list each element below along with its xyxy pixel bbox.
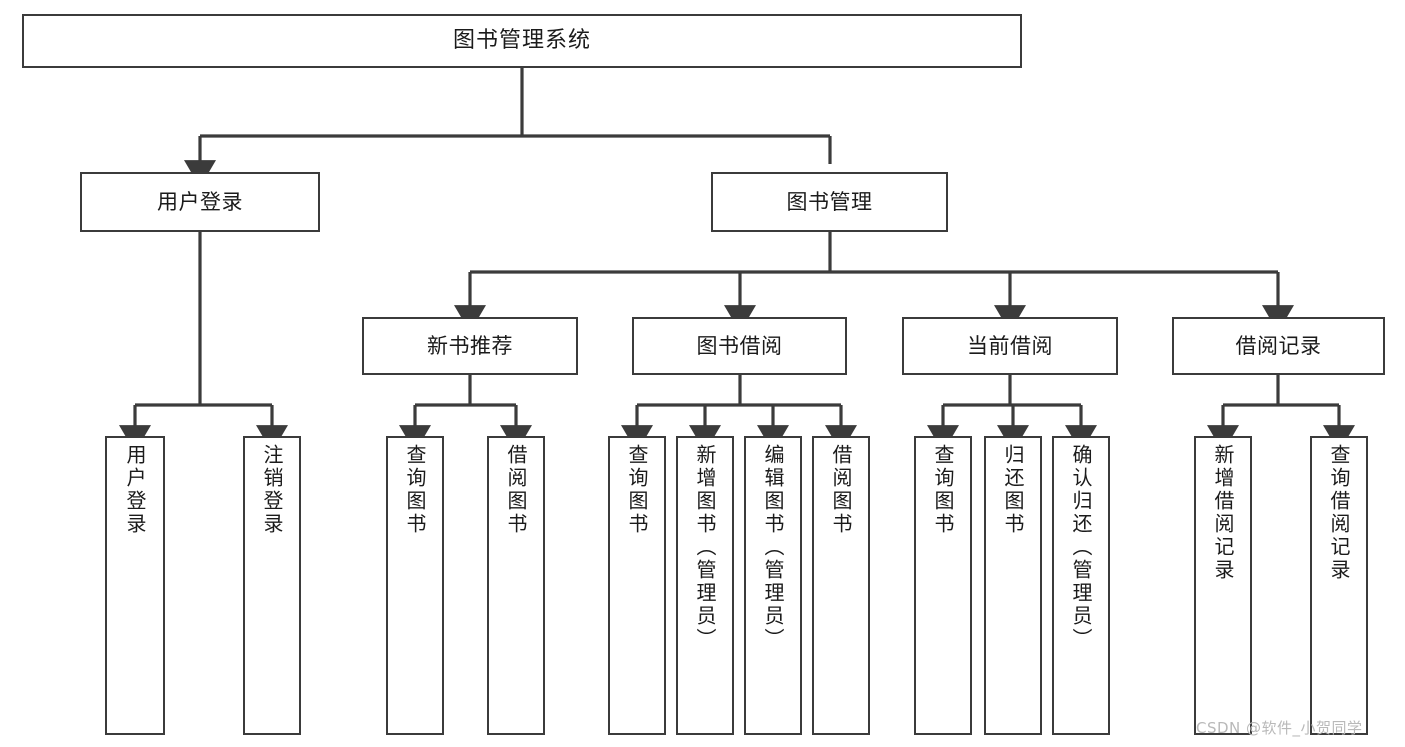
leaf-user-login[interactable]: 用户登录 [105, 436, 165, 735]
leaf-borrow-books-borrowing[interactable]: 借阅图书 [812, 436, 870, 735]
node-new-book-recommendation[interactable]: 新书推荐 [362, 317, 578, 375]
leaf-add-book-admin-label: 新增图书（管理员） [693, 444, 717, 651]
node-root[interactable]: 图书管理系统 [22, 14, 1022, 68]
node-user-login[interactable]: 用户登录 [80, 172, 320, 232]
leaf-add-borrow-record-label: 新增借阅记录 [1211, 444, 1235, 582]
leaf-logout-label: 注销登录 [260, 444, 284, 536]
node-current-borrowing-label: 当前借阅 [967, 333, 1053, 358]
leaf-add-borrow-record[interactable]: 新增借阅记录 [1194, 436, 1252, 735]
leaf-return-books[interactable]: 归还图书 [984, 436, 1042, 735]
leaf-confirm-return-admin-label: 确认归还（管理员） [1069, 444, 1093, 651]
leaf-search-books-recommendation-label: 查询图书 [403, 444, 427, 536]
leaf-edit-book-admin-label: 编辑图书（管理员） [761, 444, 785, 651]
node-book-borrowing[interactable]: 图书借阅 [632, 317, 847, 375]
node-book-management[interactable]: 图书管理 [711, 172, 948, 232]
node-new-book-recommendation-label: 新书推荐 [427, 333, 513, 358]
leaf-search-books-borrowing[interactable]: 查询图书 [608, 436, 666, 735]
leaf-user-login-label: 用户登录 [123, 444, 147, 536]
leaf-borrow-books-recommendation[interactable]: 借阅图书 [487, 436, 545, 735]
leaf-add-book-admin[interactable]: 新增图书（管理员） [676, 436, 734, 735]
leaf-return-books-label: 归还图书 [1001, 444, 1025, 536]
leaf-search-borrow-record-label: 查询借阅记录 [1327, 444, 1351, 582]
leaf-search-books-current[interactable]: 查询图书 [914, 436, 972, 735]
node-borrow-records-label: 借阅记录 [1235, 333, 1322, 358]
watermark: CSDN @软件_小贺同学 [1196, 719, 1363, 737]
node-borrow-records[interactable]: 借阅记录 [1172, 317, 1385, 375]
node-book-borrowing-label: 图书借阅 [696, 333, 783, 358]
leaf-search-books-recommendation[interactable]: 查询图书 [386, 436, 444, 735]
leaf-confirm-return-admin[interactable]: 确认归还（管理员） [1052, 436, 1110, 735]
leaf-borrow-books-recommendation-label: 借阅图书 [504, 444, 528, 536]
leaf-logout[interactable]: 注销登录 [243, 436, 301, 735]
leaf-search-books-borrowing-label: 查询图书 [625, 444, 649, 536]
node-root-label: 图书管理系统 [452, 28, 591, 54]
leaf-search-books-current-label: 查询图书 [931, 444, 955, 536]
node-current-borrowing[interactable]: 当前借阅 [902, 317, 1118, 375]
leaf-search-borrow-record[interactable]: 查询借阅记录 [1310, 436, 1368, 735]
leaf-borrow-books-borrowing-label: 借阅图书 [829, 444, 853, 536]
node-user-login-label: 用户登录 [157, 189, 243, 214]
leaf-edit-book-admin[interactable]: 编辑图书（管理员） [744, 436, 802, 735]
node-book-management-label: 图书管理 [786, 189, 873, 214]
